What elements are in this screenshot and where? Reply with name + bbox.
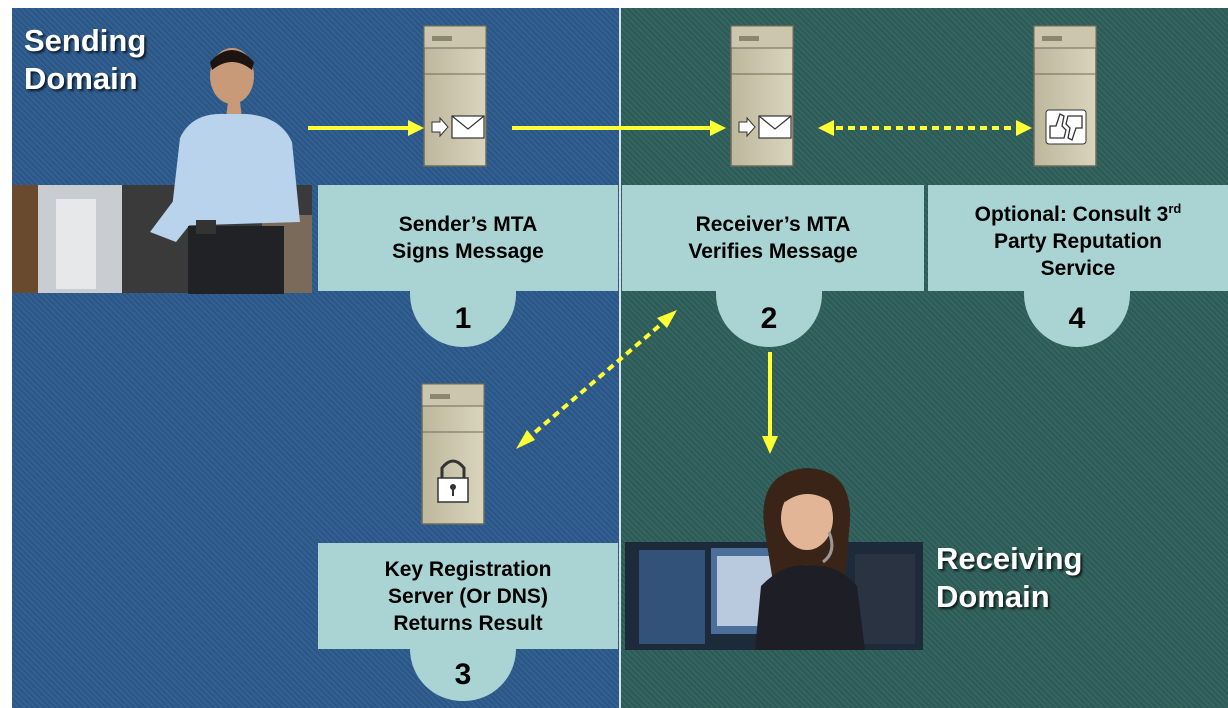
receiver-server-icon <box>730 25 794 167</box>
solid-arrow-sender-to-receiver-mta <box>512 120 726 136</box>
envelope-icon <box>738 115 792 139</box>
receiver-person-image <box>755 468 865 650</box>
step-4-line1: Optional: Consult 3rd <box>974 200 1182 226</box>
step-3-line2: Server (Or DNS) <box>388 584 548 608</box>
sending-domain-panel <box>12 8 620 708</box>
sender-person-image <box>150 48 300 294</box>
solid-arrow-receiver-mta-to-user <box>762 352 778 454</box>
dotted-arrow-receiver-keyserver <box>516 310 677 449</box>
step-2-box: Receiver’s MTA Verifies Message <box>622 185 924 291</box>
solid-arrow-user-to-sender-mta <box>308 120 424 136</box>
receiving-domain-label: Receiving Domain <box>936 541 1083 614</box>
step-4-line3: Service <box>1040 256 1116 280</box>
step-3-line3: Returns Result <box>393 611 543 635</box>
sending-domain-label: Sending Domain <box>24 23 147 96</box>
reputation-server-icon <box>1033 25 1097 167</box>
step-2-line1: Receiver’s MTA <box>695 213 851 236</box>
step-3-box: Key Registration Server (Or DNS) Returns… <box>318 543 618 649</box>
envelope-icon <box>431 115 485 139</box>
step-1-box: Sender’s MTA Signs Message <box>318 185 618 291</box>
sender-server-icon <box>423 25 487 167</box>
step-3-line1: Key Registration <box>384 557 552 581</box>
step-4-box: Optional: Consult 3rd Party Reputation S… <box>928 185 1228 291</box>
step-1-line1: Sender’s MTA <box>398 213 538 236</box>
thumbs-up-down-icon <box>1045 109 1087 145</box>
step-2-line2: Verifies Message <box>688 240 858 263</box>
padlock-icon <box>437 459 469 503</box>
key-server-icon <box>421 383 485 525</box>
step-1-line2: Signs Message <box>392 240 544 263</box>
step-4-line2: Party Reputation <box>993 229 1163 253</box>
dotted-arrow-receiver-reputation <box>818 120 1032 136</box>
